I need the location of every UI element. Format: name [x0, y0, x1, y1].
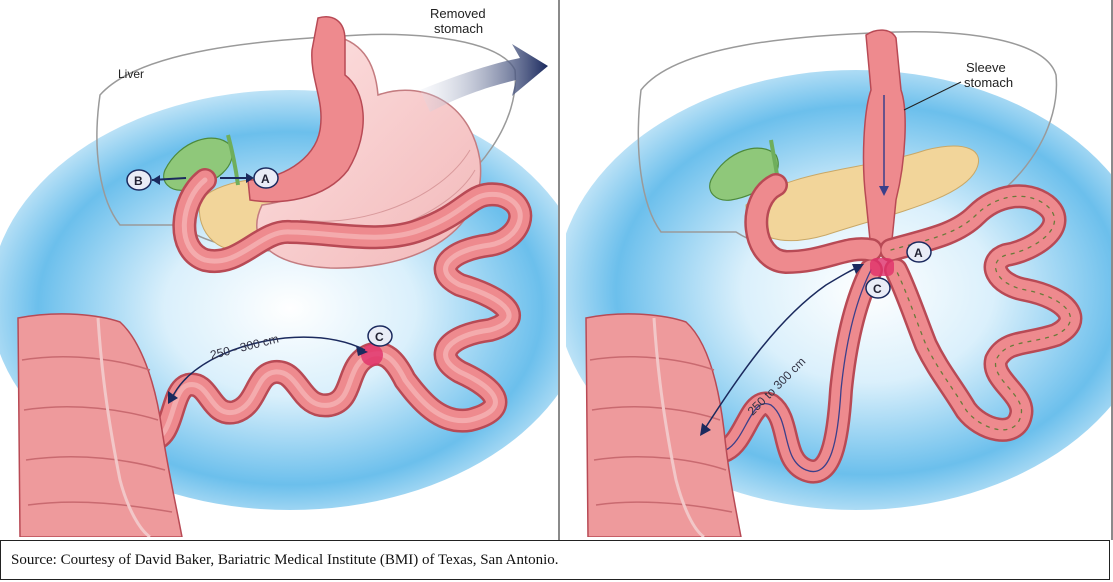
source-caption: Source: Courtesy of David Baker, Bariatr…: [11, 552, 559, 569]
marker-a: A: [254, 168, 278, 188]
right-illustration: 250 to 300 cm Sleeve stomach A C: [566, 0, 1113, 537]
liver-label: Liver: [118, 67, 144, 81]
svg-text:B: B: [134, 174, 143, 188]
marker-b: B: [127, 170, 151, 190]
right-panel: 250 to 300 cm Sleeve stomach A C: [566, 0, 1113, 537]
left-panel: 250 - 300 cm Liver Removed stomach B A C: [0, 0, 558, 537]
marker-c: C: [866, 278, 890, 298]
removed-stomach-label-1: Removed: [430, 6, 486, 21]
panel-divider: [558, 0, 560, 540]
caption-box: Source: Courtesy of David Baker, Bariatr…: [0, 540, 1110, 580]
left-illustration: 250 - 300 cm Liver Removed stomach B A C: [0, 0, 558, 537]
sleeve-stomach-label-2: stomach: [964, 75, 1013, 90]
anastomosis-c: [870, 258, 894, 276]
sleeve-stomach-label-1: Sleeve: [966, 60, 1006, 75]
svg-text:C: C: [375, 330, 384, 344]
removed-stomach-label-2: stomach: [434, 21, 483, 36]
marker-a: A: [907, 242, 931, 262]
anastomosis-c: [361, 344, 383, 366]
marker-c: C: [368, 326, 392, 346]
svg-text:C: C: [873, 282, 882, 296]
svg-text:A: A: [914, 246, 923, 260]
svg-text:A: A: [261, 172, 270, 186]
